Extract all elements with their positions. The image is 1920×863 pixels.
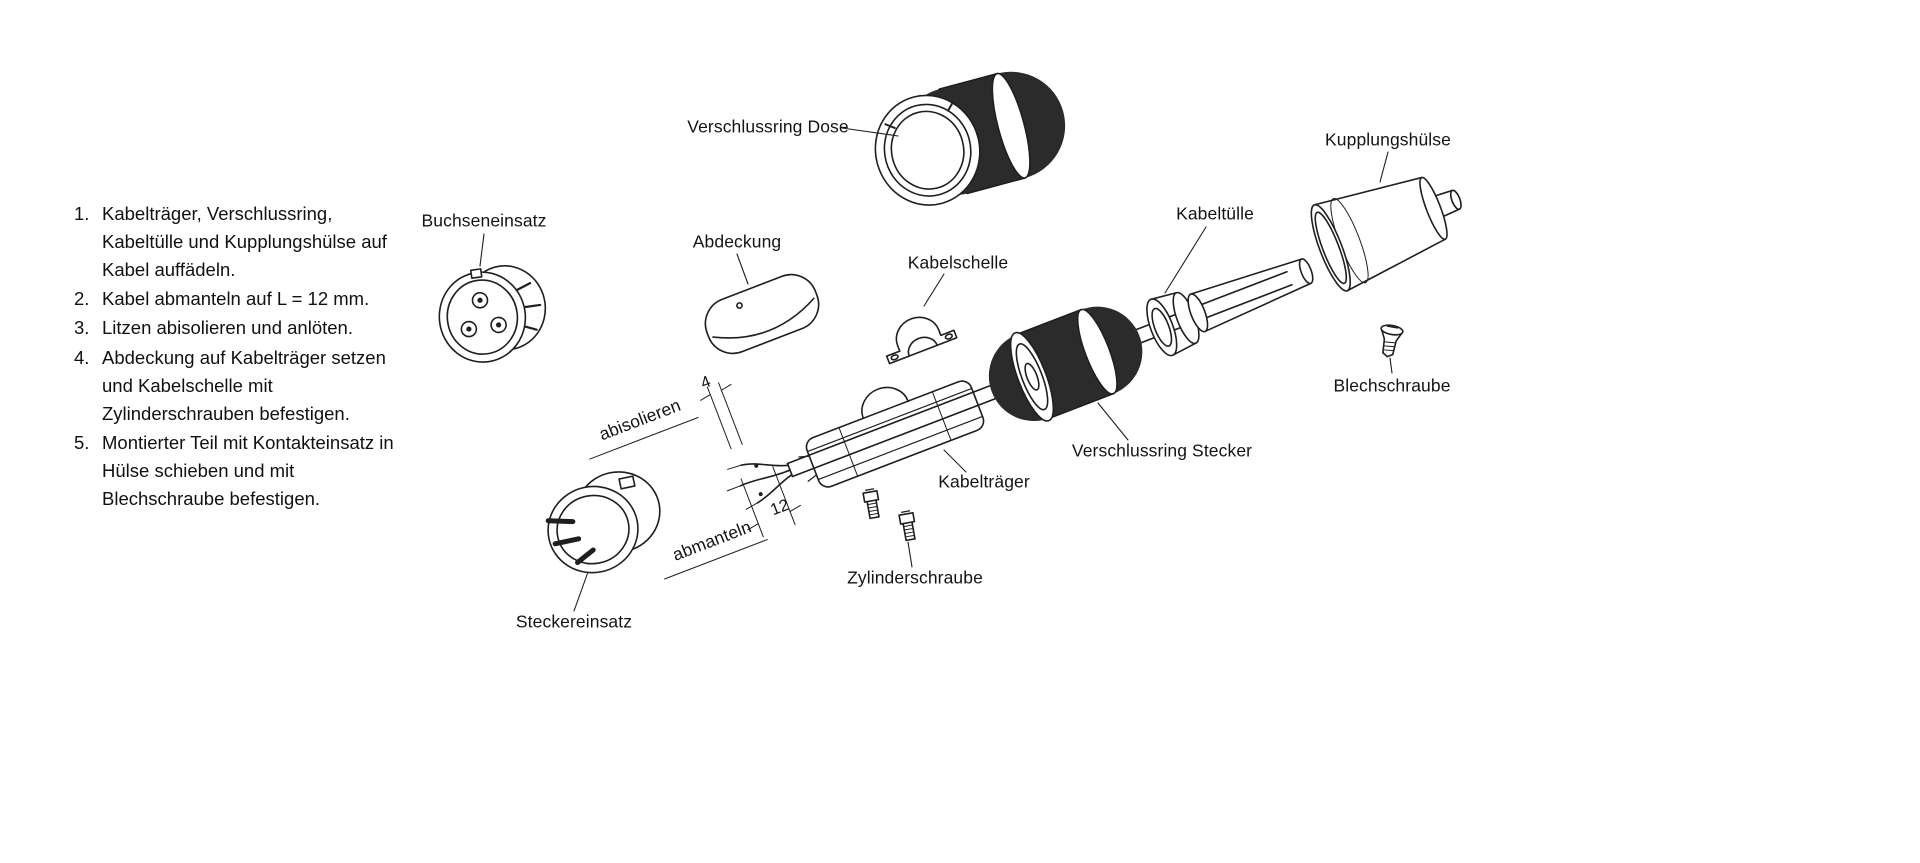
leader-lines [479, 127, 1393, 612]
step-number: 2. [74, 288, 90, 310]
instruction-step: 5. Montierter Teil mit Kontakteinsatz in… [74, 429, 398, 513]
label-steckereinsatz: Steckereinsatz [515, 611, 633, 632]
instruction-list: 1. Kabelträger, Verschlussring, Kabeltül… [74, 200, 398, 514]
verschlussring-stecker-drawing [988, 306, 1143, 422]
step-number: 5. [74, 431, 90, 453]
cable-boot-drawing [1187, 258, 1314, 333]
dimension-abmanteln-lines [740, 466, 802, 538]
instruction-step: 4. Abdeckung auf Kabelträger setzen und … [74, 344, 398, 428]
step-text: Kabelträger, Verschlussring, Kabeltülle … [102, 203, 387, 281]
step-text: Kabel abmanteln auf L = 12 mm. [102, 288, 370, 310]
abmanteln-leader-line [664, 539, 768, 580]
label-buchseneinsatz: Buchseneinsatz [421, 210, 547, 231]
label-abdeckung: Abdeckung [692, 231, 782, 252]
instruction-step: 2. Kabel abmanteln auf L = 12 mm. [74, 285, 398, 313]
label-kabeltuelle: Kabeltülle [1176, 203, 1254, 224]
step-number: 4. [74, 346, 90, 368]
blechschraube-drawing [1380, 324, 1404, 358]
instruction-step: 1. Kabelträger, Verschlussring, Kabeltül… [74, 200, 398, 284]
label-blechschraube: Blechschraube [1333, 375, 1451, 396]
label-kabeltraeger: Kabelträger [938, 471, 1030, 492]
step-text: Litzen abisolieren und anlöten. [102, 317, 353, 339]
kupplungshuelse-drawing [1310, 176, 1462, 292]
label-kupplungshuelse: Kupplungshülse [1325, 129, 1451, 150]
zylinderschraube-drawing-1 [862, 488, 880, 520]
step-number: 1. [74, 203, 90, 224]
abdeckung-drawing [704, 273, 820, 355]
step-text: Montierter Teil mit Kontakteinsatz in Hü… [102, 431, 394, 510]
step-text: Abdeckung auf Kabelträger setzen und Kab… [102, 346, 386, 424]
instruction-step: 3. Litzen abisolieren und anlöten. [74, 314, 398, 342]
kabeltraeger-drawing [798, 380, 985, 488]
label-kabelschelle: Kabelschelle [907, 252, 1009, 273]
label-zylinderschraube: Zylinderschraube [847, 567, 983, 588]
abisolieren-leader-line [589, 416, 699, 460]
buchseneinsatz-drawing [438, 265, 547, 363]
dimension-abisolieren-lines [700, 382, 743, 450]
verschlussring-dose-drawing [874, 71, 1066, 206]
steckereinsatz-drawing [545, 471, 661, 574]
kabelschelle-drawing [885, 316, 958, 365]
label-verschlussring-stecker: Verschlussring Stecker [1071, 440, 1253, 461]
zylinderschraube-drawing-2 [898, 510, 916, 542]
label-verschlussring-dose: Verschlussring Dose [687, 116, 849, 137]
step-number: 3. [74, 317, 90, 339]
